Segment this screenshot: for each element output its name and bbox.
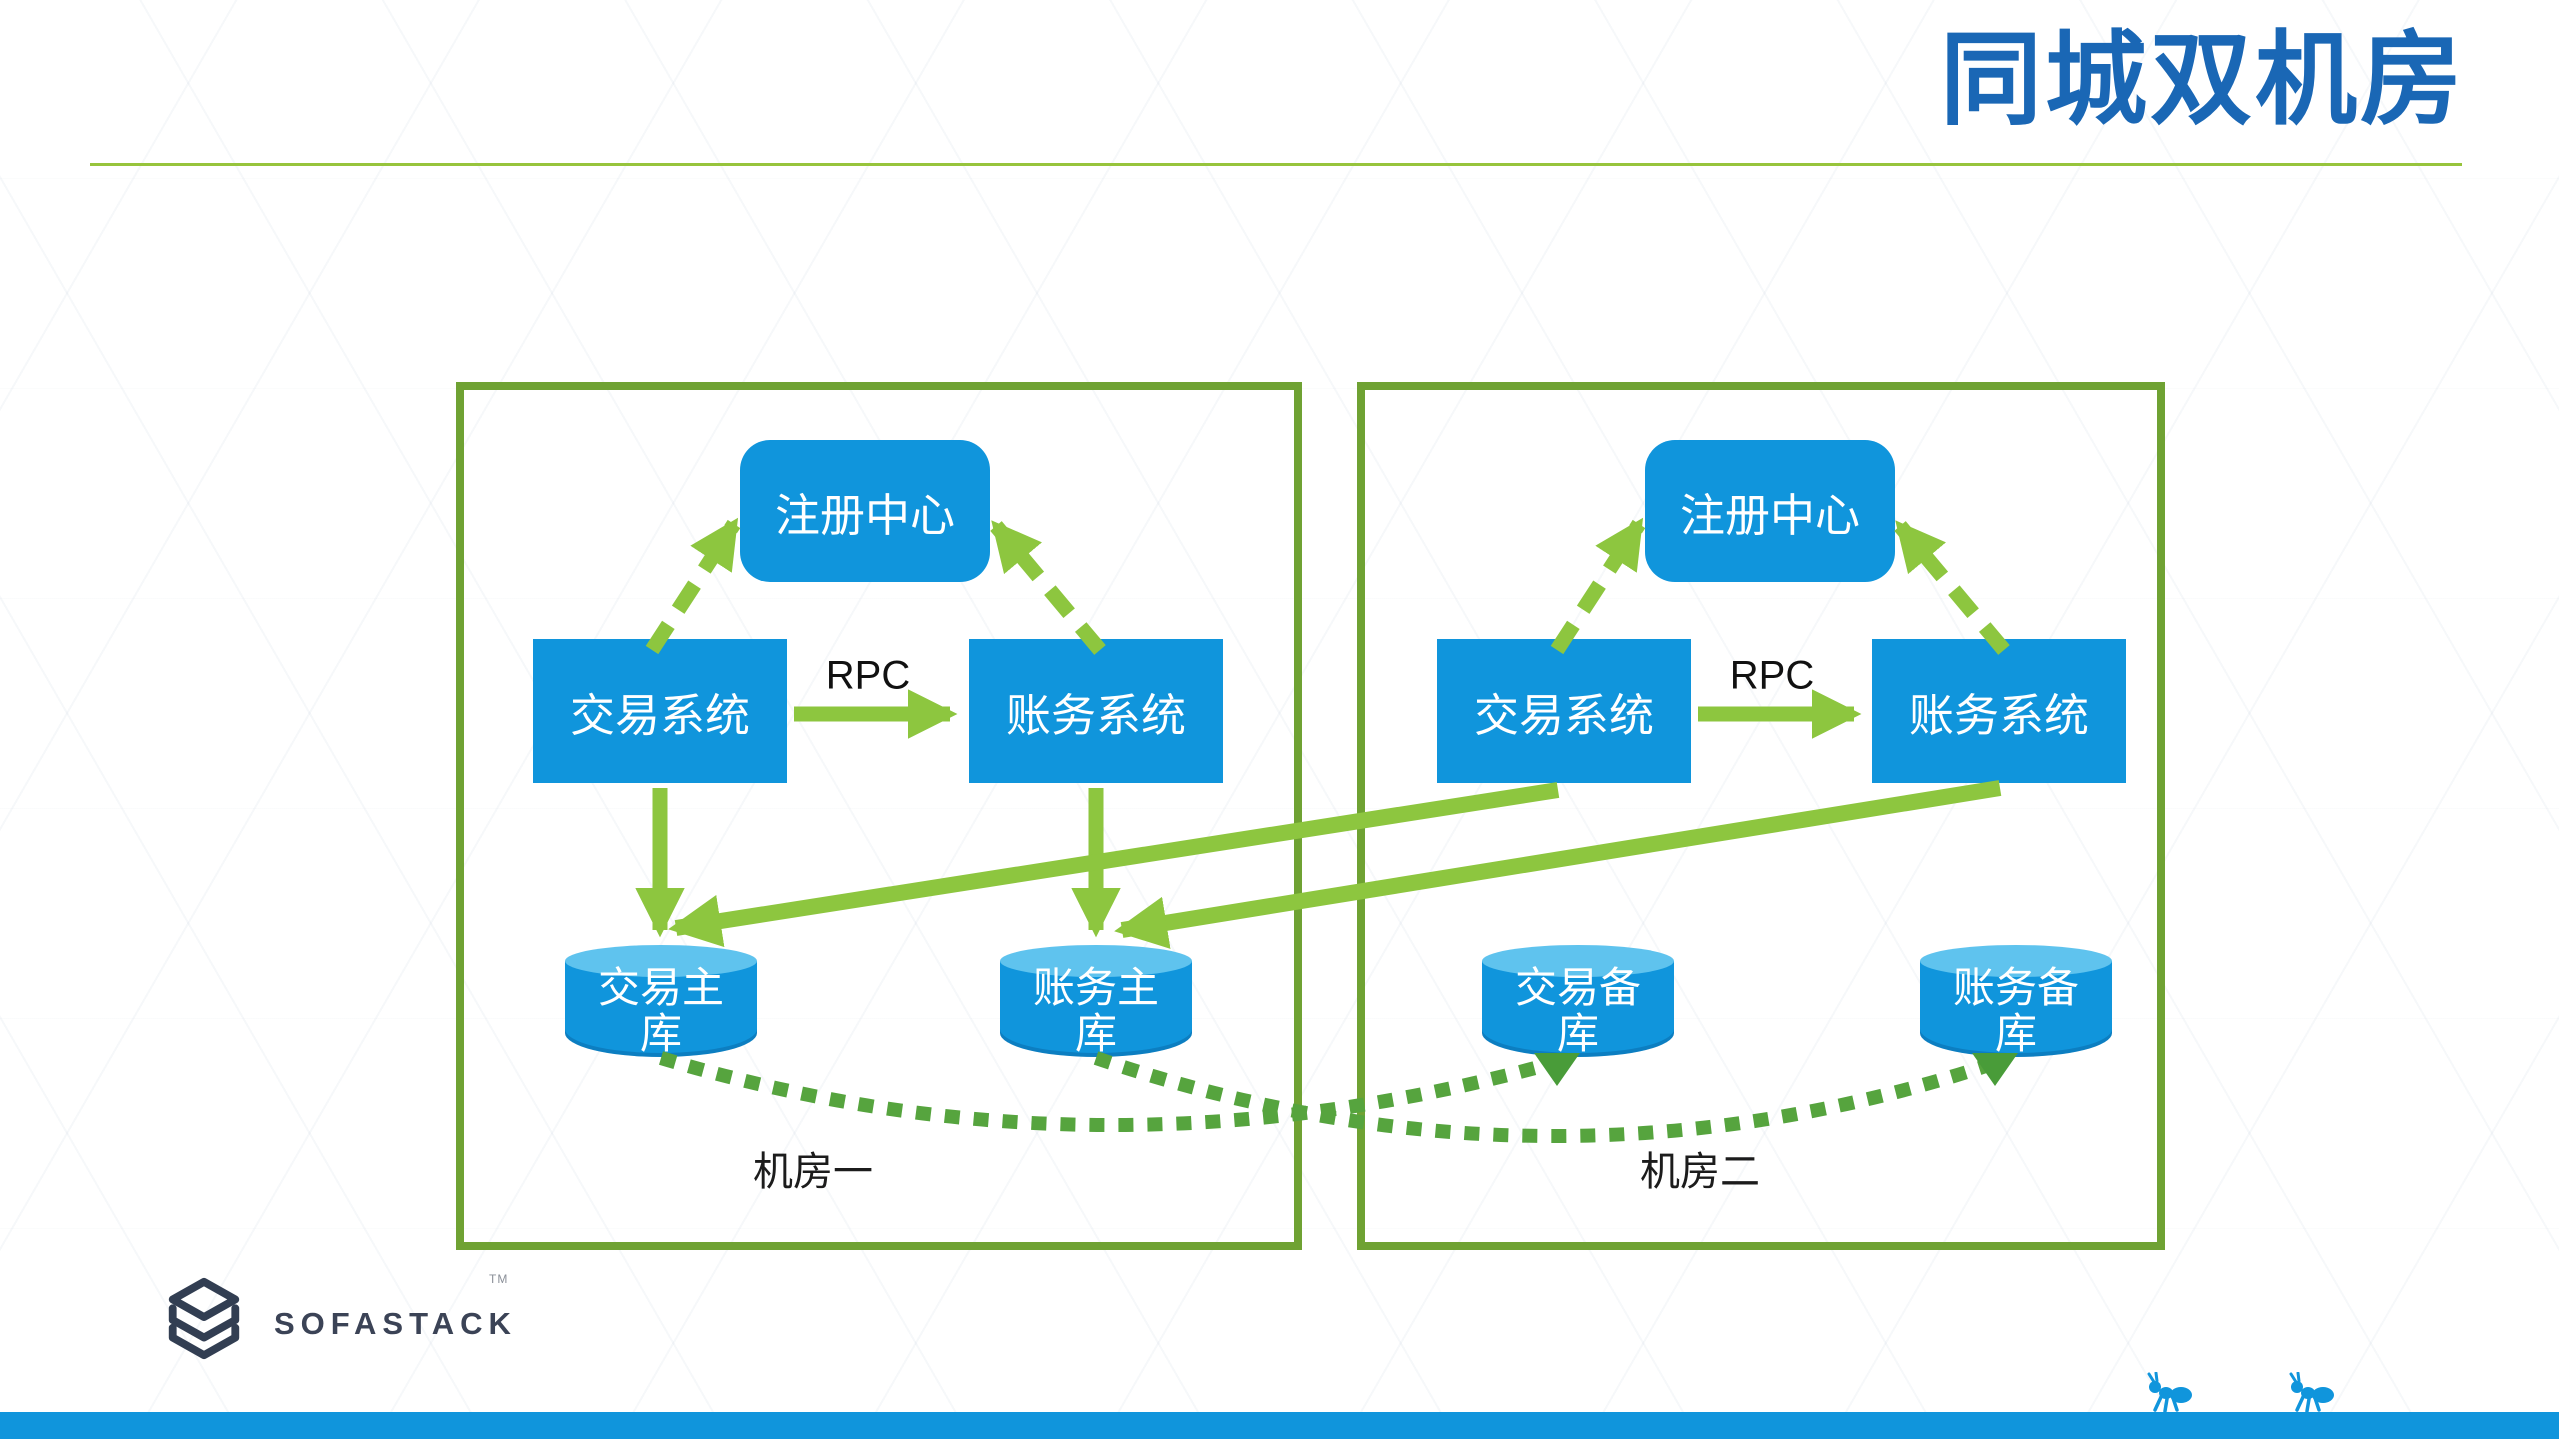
brand-name: SOFASTACK (274, 1306, 517, 1341)
dc1-trade-master-db-label: 交易主库 (597, 964, 724, 1058)
dc2-trade-backup-db-label: 交易备库 (1514, 964, 1641, 1058)
dc2-registry-label: 注册中心 (1679, 489, 1860, 541)
dc1-trade-master-db-cylinder: 交易主库 (565, 945, 757, 1057)
dc2-registry-node: 注册中心 (1645, 440, 1895, 582)
cylinder-top (565, 945, 757, 977)
dc2-rpc-label: RPC (1729, 653, 1815, 698)
ant-icon (2289, 1372, 2334, 1412)
cylinder-body (1920, 961, 2112, 1057)
dc1-registry-label: 注册中心 (774, 489, 955, 541)
dc2-account-backup-db-label: 账务备库 (1952, 964, 2079, 1058)
dc1-registry-node: 注册中心 (740, 440, 990, 582)
cylinder-top (1482, 945, 1674, 977)
dc1-trade-system-label: 交易系统 (569, 689, 750, 741)
dc1-account-master-db-cylinder: 账务主库 (1000, 945, 1192, 1057)
dc1-trade-system-node: 交易系统 (533, 639, 787, 783)
page-title: 同城双机房 (1940, 23, 2465, 137)
ant-icon (2147, 1372, 2192, 1412)
cylinder-body (565, 961, 757, 1057)
cylinder-top (1000, 945, 1192, 977)
footer-accent-bar (0, 1412, 2559, 1439)
dc1-name-label: 机房一 (753, 1150, 873, 1194)
title-divider-line (90, 163, 2462, 166)
cylinder-body (1482, 961, 1674, 1057)
dc2-account-system-node: 账务系统 (1872, 639, 2126, 783)
dc2-trade-system-node: 交易系统 (1437, 639, 1691, 783)
dc2-trade-system-label: 交易系统 (1473, 689, 1654, 741)
dc1-account-system-label: 账务系统 (1005, 689, 1186, 741)
dc2-trade-backup-db-cylinder: 交易备库 (1482, 945, 1674, 1057)
trademark-symbol: TM (489, 1272, 509, 1286)
cylinder-top (1920, 945, 2112, 977)
dc2-account-system-label: 账务系统 (1908, 689, 2089, 741)
cylinder-body (1000, 961, 1192, 1057)
dc1-rpc-label: RPC (825, 653, 911, 698)
dc2-account-backup-db-cylinder: 账务备库 (1920, 945, 2112, 1057)
dc1-account-system-node: 账务系统 (969, 639, 1223, 783)
dc1-account-master-db-label: 账务主库 (1032, 964, 1159, 1058)
dc2-name-label: 机房二 (1640, 1150, 1760, 1194)
sofastack-logo-icon (168, 1277, 240, 1360)
